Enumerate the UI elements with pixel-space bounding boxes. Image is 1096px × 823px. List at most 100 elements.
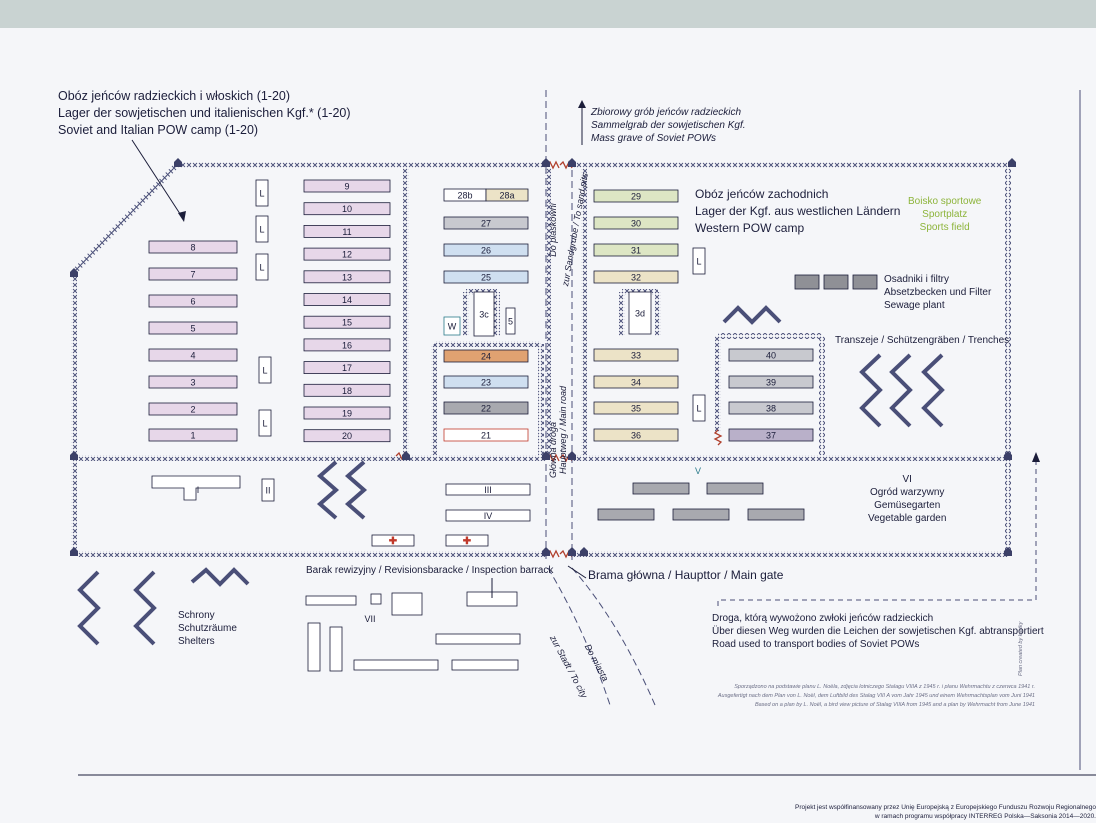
barrack-40-label: 40	[766, 351, 776, 361]
trench-zigzag	[722, 305, 782, 325]
fence-wire	[655, 292, 661, 336]
building-W-label: W	[448, 322, 457, 332]
shelters-en: Shelters	[178, 636, 215, 647]
gate-marker	[713, 429, 723, 446]
fence-wire	[572, 162, 1012, 168]
building-W	[443, 316, 461, 336]
barrack-39-label: 39	[766, 378, 776, 388]
guard-tower-icon	[580, 547, 588, 556]
barrack-3d-label: 3d	[635, 309, 645, 319]
fence-wire	[545, 168, 551, 455]
inspection-building	[391, 592, 423, 616]
barrack-7-label: 7	[190, 270, 195, 280]
road-main-pl: Główna droga	[548, 422, 558, 478]
barrack-1	[148, 428, 238, 442]
latrine	[255, 215, 269, 243]
footnote-en: Based on a plan by L. Noël, a bird view …	[754, 702, 1035, 708]
soviet-title-pl: Obóz jeńców radzieckich i włoskich (1-20…	[58, 89, 291, 103]
barrack-36-label: 36	[631, 431, 641, 441]
barrack-38-label: 38	[766, 404, 776, 414]
barrack-35-label: 35	[631, 404, 641, 414]
shelters-label: Schrony Schutzräume Shelters	[178, 609, 237, 648]
building-IV-label: IV	[484, 511, 493, 521]
barrack-27-label: 27	[481, 219, 491, 229]
roman-V: V	[695, 466, 701, 476]
latrine-label: L	[262, 366, 267, 376]
barrack-28a-label: 28a	[499, 191, 514, 201]
fence-wire	[581, 168, 587, 455]
bodies-road-de: Über diesen Weg wurden die Leichen der s…	[712, 626, 1044, 637]
barrack-5-label: 5	[508, 317, 513, 327]
latrine-label: L	[696, 404, 701, 414]
barrack-40	[728, 348, 814, 362]
fence-wire	[78, 551, 546, 557]
guard-tower-icon	[568, 547, 576, 556]
guard-tower-icon	[174, 158, 182, 167]
latrine-label: L	[259, 225, 264, 235]
barrack-I-shape	[151, 475, 241, 501]
road-to-city-1	[547, 567, 611, 706]
guard-tower-icon	[568, 158, 576, 167]
shelters-de: Schutzräume	[178, 623, 237, 634]
garden-pl: Ogród warzywny	[869, 487, 945, 498]
soviet-title-en: Soviet and Italian POW camp (1-20)	[58, 123, 259, 137]
barrack-3d	[628, 291, 652, 335]
mass-grave-label: Zbiorowy grób jeńców radzieckich Sammelg…	[591, 106, 746, 145]
roman-VII: VII	[364, 614, 375, 624]
guard-tower-icon	[1004, 451, 1012, 460]
barrack-13-label: 13	[342, 272, 352, 282]
bodies-road-pl: Droga, którą wywożono zwłoki jeńców radz…	[712, 613, 934, 624]
barrack-32	[593, 270, 679, 284]
shelter-zigzag	[190, 567, 250, 587]
garden-label: VI Ogród warzywny Gemüsegarten Vegetable…	[868, 473, 946, 525]
V-building	[747, 508, 805, 521]
barrack-15-label: 15	[342, 318, 352, 328]
barrack-29	[593, 189, 679, 203]
barrack-3c	[473, 291, 495, 337]
latrine	[692, 247, 706, 275]
V-building	[706, 482, 764, 495]
barrack-10	[303, 202, 391, 216]
fence-wire	[819, 336, 825, 455]
barrack-30-label: 30	[631, 219, 641, 229]
sewage-tank	[852, 274, 878, 290]
grave-arrow-head	[578, 100, 586, 108]
barrack-13	[303, 270, 391, 284]
barrack-2-label: 2	[190, 405, 195, 415]
guard-tower-icon	[70, 268, 78, 277]
credit-label: Plan created by kartky	[1018, 621, 1024, 676]
footnote-pl: Sporządzono na podstawie planu L. Noëla,…	[734, 684, 1035, 690]
trench-zigzag	[316, 460, 340, 520]
garden-de: Gemüsegarten	[874, 500, 941, 511]
sports-de: Sportplatz	[922, 209, 968, 220]
guard-tower-icon	[1004, 547, 1012, 556]
barrack-35	[593, 401, 679, 415]
garden-en: Vegetable garden	[868, 513, 947, 524]
sports-field-label: Boisko sportowe Sportplatz Sports field	[908, 195, 981, 234]
fence-wire	[572, 455, 1008, 461]
barrack-25-label: 25	[481, 273, 491, 283]
roman-I: I	[197, 485, 200, 495]
guard-tower-icon	[542, 451, 550, 460]
western-title-pl: Obóz jeńców zachodnich	[695, 187, 829, 201]
fence-wire	[178, 162, 546, 168]
barrack-16	[303, 338, 391, 352]
barrack-3	[148, 375, 238, 389]
barrack-12-label: 12	[342, 250, 352, 260]
bodies-road-arrow	[1032, 452, 1040, 462]
top-band	[0, 0, 1096, 28]
fence-wire	[619, 292, 625, 336]
soviet-camp-title: Obóz jeńców radzieckich i włoskich (1-20…	[58, 88, 351, 139]
building-IV	[445, 509, 531, 522]
trench-zigzag	[859, 353, 883, 428]
building-III-label: III	[484, 485, 492, 495]
trench-zigzag	[889, 353, 913, 428]
barrack-19	[303, 406, 391, 420]
shelter-zigzag	[133, 570, 157, 646]
garden-num: VI	[902, 474, 912, 485]
western-title-en: Western POW camp	[695, 221, 805, 235]
barrack-8	[148, 240, 238, 254]
fence-wire	[538, 344, 544, 455]
barrack-12	[303, 247, 391, 261]
barrack-15	[303, 315, 391, 329]
